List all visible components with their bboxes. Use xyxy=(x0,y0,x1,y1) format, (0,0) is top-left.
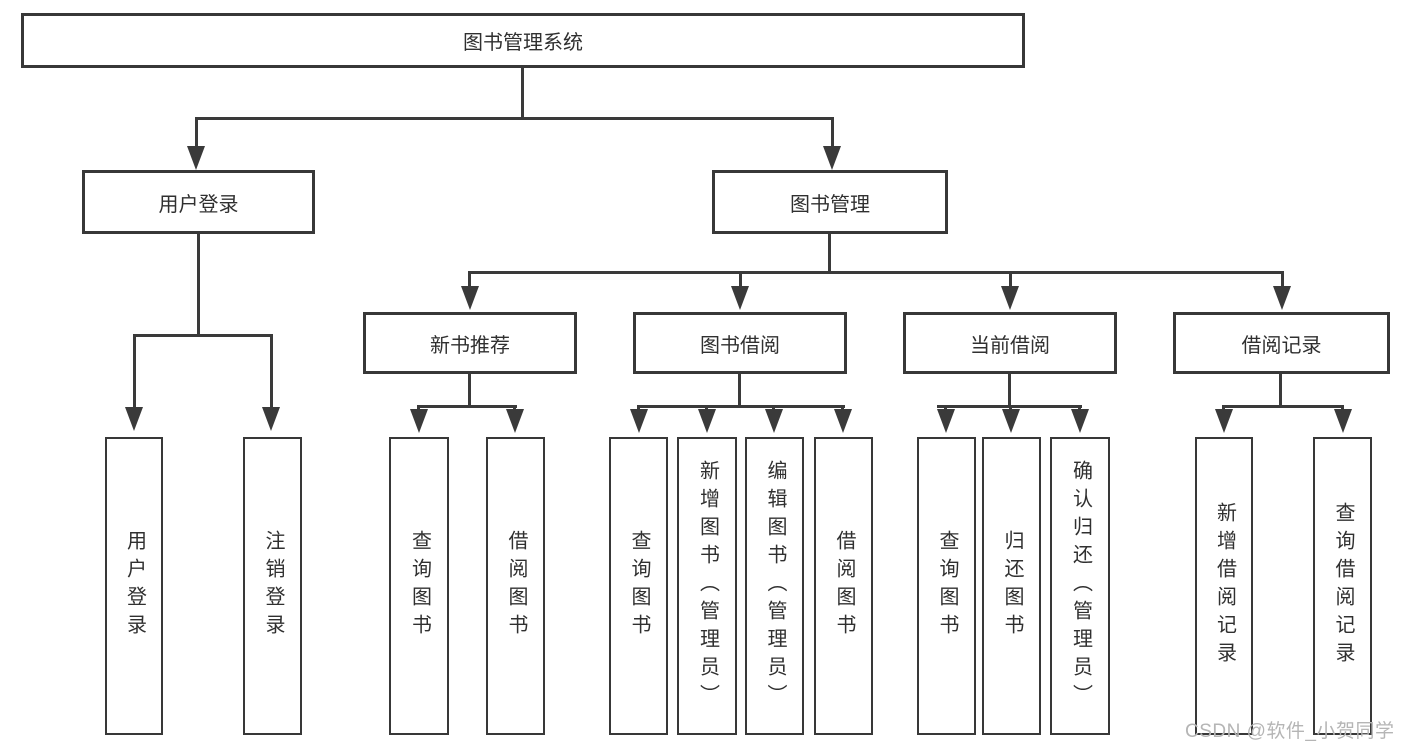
node-label: 新书推荐 xyxy=(430,334,510,357)
node-book-management: 图书管理 xyxy=(712,170,948,234)
connector-line xyxy=(1222,405,1225,411)
arrowhead-down-icon xyxy=(1215,409,1233,433)
connector-line xyxy=(1009,271,1012,287)
arrowhead-down-icon xyxy=(461,286,479,310)
arrowhead-down-icon xyxy=(1002,409,1020,433)
connector-line xyxy=(513,405,516,411)
leaf-confirm-return-admin: 确认归还（管理员） xyxy=(1050,437,1110,735)
connector-line xyxy=(1341,405,1344,411)
connector-line xyxy=(133,334,273,337)
leaf-borrow-books-borrowing: 借阅图书 xyxy=(814,437,873,735)
arrowhead-down-icon xyxy=(506,409,524,433)
arrowhead-down-icon xyxy=(125,407,143,431)
node-label: 新增图书（管理员） xyxy=(696,460,719,712)
connector-line xyxy=(831,117,834,148)
node-new-book-recommend: 新书推荐 xyxy=(363,312,577,374)
node-label: 注销登录 xyxy=(262,530,284,642)
arrowhead-down-icon xyxy=(262,407,280,431)
node-current-borrowing: 当前借阅 xyxy=(903,312,1117,374)
arrowhead-down-icon xyxy=(823,146,841,170)
leaf-query-books-recommend: 查询图书 xyxy=(389,437,449,735)
connector-line xyxy=(944,405,947,411)
arrowhead-down-icon xyxy=(1273,286,1291,310)
node-label: 用户登录 xyxy=(123,530,146,642)
node-label: 确认归还（管理员） xyxy=(1069,460,1092,712)
csdn-watermark: CSDN @软件_小贺同学 xyxy=(1185,721,1395,742)
node-label: 借阅图书 xyxy=(505,530,527,642)
leaf-query-books-borrowing: 查询图书 xyxy=(609,437,668,735)
leaf-add-book-admin: 新增图书（管理员） xyxy=(677,437,737,735)
connector-line xyxy=(468,271,471,287)
connector-line xyxy=(468,271,1284,274)
node-label: 查询图书 xyxy=(408,530,431,642)
node-label: 归还图书 xyxy=(1001,530,1023,642)
arrowhead-down-icon xyxy=(698,409,716,433)
leaf-query-borrow-record: 查询借阅记录 xyxy=(1313,437,1372,735)
node-label: 图书借阅 xyxy=(700,334,780,357)
connector-line xyxy=(417,405,517,408)
arrowhead-down-icon xyxy=(765,409,783,433)
connector-line xyxy=(270,334,273,409)
connector-line xyxy=(739,271,742,287)
node-label: 借阅图书 xyxy=(833,530,855,642)
leaf-return-book: 归还图书 xyxy=(982,437,1041,735)
connector-line xyxy=(637,405,640,411)
leaf-edit-book-admin: 编辑图书（管理员） xyxy=(745,437,804,735)
arrowhead-down-icon xyxy=(630,409,648,433)
node-label: 用户登录 xyxy=(158,193,239,216)
leaf-logout: 注销登录 xyxy=(243,437,302,735)
node-label: 新增借阅记录 xyxy=(1213,502,1236,670)
connector-line xyxy=(417,405,420,411)
connector-line xyxy=(772,405,775,411)
connector-line xyxy=(1008,371,1011,408)
connector-line xyxy=(197,231,200,337)
arrowhead-down-icon xyxy=(187,146,205,170)
leaf-query-books-current: 查询图书 xyxy=(917,437,976,735)
connector-line xyxy=(1222,405,1344,408)
node-book-borrowing: 图书借阅 xyxy=(633,312,847,374)
connector-line xyxy=(195,117,198,148)
leaf-user-login: 用户登录 xyxy=(105,437,163,735)
connector-line xyxy=(828,231,831,274)
arrowhead-down-icon xyxy=(1334,409,1352,433)
connector-line xyxy=(1009,405,1012,411)
connector-line xyxy=(133,334,136,409)
connector-line xyxy=(1078,405,1081,411)
node-label: 图书管理 xyxy=(790,193,870,216)
node-label: 当前借阅 xyxy=(970,334,1050,357)
connector-line xyxy=(738,371,741,408)
connector-line xyxy=(637,405,845,408)
connector-line xyxy=(1279,371,1282,408)
node-label: 编辑图书（管理员） xyxy=(764,460,786,712)
node-label: 图书管理系统 xyxy=(463,32,583,54)
connector-line xyxy=(195,117,834,120)
connector-line xyxy=(1281,271,1284,287)
node-library-management-system: 图书管理系统 xyxy=(21,13,1025,68)
connector-line xyxy=(705,405,708,411)
arrowhead-down-icon xyxy=(1001,286,1019,310)
arrowhead-down-icon xyxy=(731,286,749,310)
connector-line xyxy=(468,371,471,408)
node-user-login: 用户登录 xyxy=(82,170,315,234)
leaf-add-borrow-record: 新增借阅记录 xyxy=(1195,437,1253,735)
leaf-borrow-books-recommend: 借阅图书 xyxy=(486,437,545,735)
arrowhead-down-icon xyxy=(937,409,955,433)
connector-line xyxy=(521,66,524,119)
connector-line xyxy=(841,405,844,411)
node-label: 查询借阅记录 xyxy=(1332,502,1354,670)
arrowhead-down-icon xyxy=(1071,409,1089,433)
node-label: 查询图书 xyxy=(936,530,958,642)
node-borrowing-records: 借阅记录 xyxy=(1173,312,1390,374)
node-label: 借阅记录 xyxy=(1241,334,1322,357)
arrowhead-down-icon xyxy=(410,409,428,433)
arrowhead-down-icon xyxy=(834,409,852,433)
node-label: 查询图书 xyxy=(628,530,650,642)
